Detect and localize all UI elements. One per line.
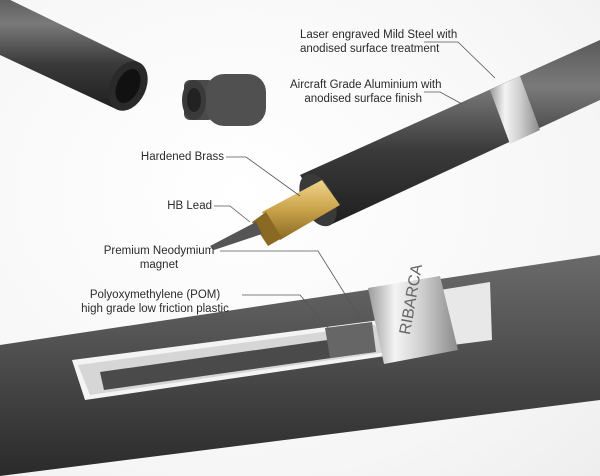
label-neodymium-magnet: Premium Neodymium magnet [100,244,218,272]
label-aircraft-aluminium: Aircraft Grade Aluminium with anodised s… [290,78,442,106]
label-lead-line1: HB Lead [167,200,212,212]
lower-barrel [0,255,600,476]
label-laser-engraved-steel: Laser engraved Mild Steel with anodised … [300,28,458,56]
lower-steel-ring: RIBARCA [368,263,458,364]
cap-barrel [0,0,148,111]
end-cap [182,74,266,126]
label-aluminium-line2: anodised surface finish [304,93,422,105]
leader-lines [214,41,496,331]
leader-laser [424,41,496,79]
label-brass-line1: Hardened Brass [140,151,224,163]
leader-magnet [220,250,361,319]
label-pom-line1: Polyoxymethylene (POM) [89,289,221,301]
label-aluminium-line1: Aircraft Grade Aluminium with [290,79,442,91]
label-laser-line1: Laser engraved Mild Steel with [300,29,458,41]
label-hardened-brass: Hardened Brass [128,150,224,164]
leader-aluminium [424,91,463,105]
pencil-lead [210,222,262,250]
label-hb-lead: HB Lead [150,199,212,213]
leader-pom [242,294,331,331]
label-magnet-line2: magnet [139,259,179,271]
label-pom-line2: high grade low friction plastic [81,303,229,315]
leader-lead [214,205,251,223]
label-magnet-line1: Premium Neodymium [103,245,215,257]
upper-steel-ring [490,76,540,144]
leader-brass [226,156,301,197]
brass-tip [252,180,340,246]
label-pom-plastic: Polyoxymethylene (POM) high grade low fr… [70,288,240,316]
label-laser-line2: anodised surface treatment [300,43,440,55]
